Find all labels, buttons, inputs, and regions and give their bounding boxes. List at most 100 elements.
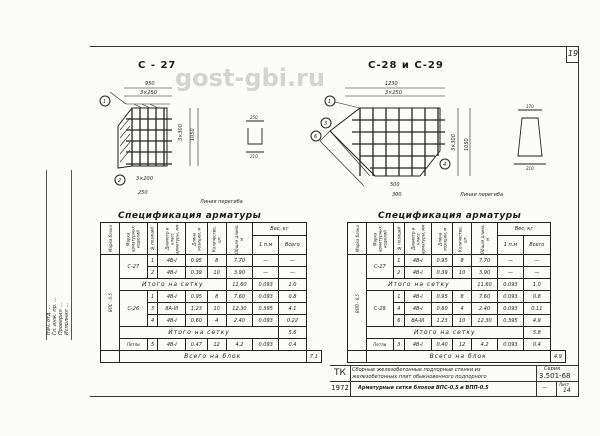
mesh-c27 <box>109 87 199 169</box>
header: Количество, шт. <box>452 222 472 255</box>
table-cell: 2 <box>393 266 405 279</box>
table-cell: 0.39 <box>431 266 454 279</box>
table-cell: 7.70 <box>471 254 499 267</box>
table-cell: 4.2 <box>471 338 499 351</box>
table-cell: 3 <box>393 338 405 351</box>
table-cell: 8 <box>206 290 227 303</box>
table-cell: 11.60 <box>471 278 499 291</box>
table-cell: 2 <box>146 266 159 279</box>
table-cell: 12 <box>452 338 473 351</box>
table-cell: 1 <box>393 290 405 303</box>
dim-bottom2: 250 <box>138 190 148 196</box>
table-cell: — <box>522 254 551 267</box>
callout-6: 6 <box>314 134 317 140</box>
header-row: Марка блока Марка арматурных изделий № п… <box>347 222 566 255</box>
table-cell: 4 <box>452 302 473 315</box>
table-cell: 4В-I <box>157 314 187 327</box>
table-cell: 4В-I <box>403 254 433 267</box>
sheet-number: 19 <box>566 46 579 63</box>
table-cell: Всего на блок <box>365 350 551 363</box>
table-cell: 0.093 <box>252 278 280 291</box>
header: Диаметр и класс арматуры, мм <box>404 222 432 255</box>
header: Всего <box>522 235 551 255</box>
table-cell: 10 <box>452 266 473 279</box>
table-cell: 1.0 <box>522 278 551 291</box>
table-cell: 0.60 <box>185 314 208 327</box>
table-cell: 0.4 <box>522 338 551 351</box>
dim-side: 1050 <box>190 128 196 141</box>
table-cell: 4В-I <box>157 254 187 267</box>
table-cell: 7.1 <box>305 350 323 363</box>
table-cell: 0.95 <box>431 254 454 267</box>
right-drawing-title: С-28 и С-29 <box>368 60 444 71</box>
mesh-c28-c29 <box>319 87 471 187</box>
year: 1972 <box>330 381 351 396</box>
table-cell: 0.39 <box>185 266 208 279</box>
header: Вес, кг <box>252 222 307 236</box>
sheet-page: 14 <box>563 387 571 394</box>
table-cell: 0.11 <box>522 302 551 315</box>
table-cell: 0.95 <box>431 290 454 303</box>
block-mark: ВПП - 0.5 <box>347 254 367 351</box>
table-cell: 0.093 <box>497 338 524 351</box>
left-spec-table: Марка блока Марка арматурных изделий № п… <box>100 222 323 363</box>
series-number: 3.501-68 <box>539 372 571 380</box>
callout-3: 3 <box>324 121 327 127</box>
table-cell: 4В-I <box>403 338 433 351</box>
header: Общая длина, м <box>226 222 253 255</box>
rebar-mesh-drawings: 1 2 950 3×250 3×200 250 Линия перегиба 3… <box>99 81 546 205</box>
table-cell: Всего на блок <box>118 350 307 363</box>
header: Длина позиции, м <box>185 222 207 255</box>
table-cell: Итого на сетку <box>365 326 524 339</box>
callouts-c28: 1 3 6 4 1230 3×250 500 300 Линии перегиб… <box>310 81 503 198</box>
table-cell: 5 <box>146 338 159 351</box>
table-cell: 1 <box>146 290 159 303</box>
table-cell: 11.60 <box>225 278 254 291</box>
mesh-mark: С-29 <box>365 290 395 327</box>
section-c27 <box>246 120 264 153</box>
table-cell: Петли <box>118 338 148 351</box>
callout-2: 2 <box>118 178 121 184</box>
dim-top: 1230 <box>385 81 398 87</box>
table-cell: 1 <box>393 254 405 267</box>
table-cell: 1.23 <box>185 302 208 315</box>
table-cell: 2.40 <box>471 302 499 315</box>
table-cell: 12 <box>206 338 227 351</box>
table-cell: 4В-I <box>157 266 187 279</box>
table-cell: 8А-III <box>157 302 187 315</box>
header-row: Марка блока Марка арматурных изделий № п… <box>100 222 322 255</box>
block-mark: ВПС - 0.5 <box>100 254 120 351</box>
dim-top: 950 <box>145 81 155 87</box>
table-cell: — <box>252 266 280 279</box>
left-drawing-title: С - 27 <box>138 60 177 71</box>
org-mark: ТК <box>330 366 351 382</box>
table-cell: 0.093 <box>497 290 524 303</box>
left-section-bottom: 210 <box>250 154 258 159</box>
table-cell: — <box>497 254 524 267</box>
right-spec-table: Марка блока Марка арматурных изделий № п… <box>347 222 567 363</box>
dim-side-inner: 3×300 <box>178 124 184 141</box>
header: Марка блока <box>100 222 120 255</box>
table-cell: — <box>278 266 307 279</box>
table-cell: — <box>278 254 307 267</box>
table-cell: Итого на сетку <box>118 326 280 339</box>
table-cell: 4.2 <box>225 338 254 351</box>
header: Всего <box>278 235 307 255</box>
table-cell: 10 <box>206 302 227 315</box>
table-cell: 8А-III <box>403 314 433 327</box>
table-cell: 4 <box>146 314 159 327</box>
table-cell: 12.30 <box>225 302 254 315</box>
table-cell: 3.90 <box>471 266 499 279</box>
table-cell: 8 <box>452 254 473 267</box>
table-cell: 4В-I <box>157 338 187 351</box>
drawing-frame <box>90 46 579 397</box>
dim-inner: 3×250 <box>140 90 157 96</box>
table-cell: — <box>497 266 524 279</box>
table-cell: 0.395 <box>497 314 524 327</box>
table-cell: Итого на сетку <box>118 278 227 291</box>
